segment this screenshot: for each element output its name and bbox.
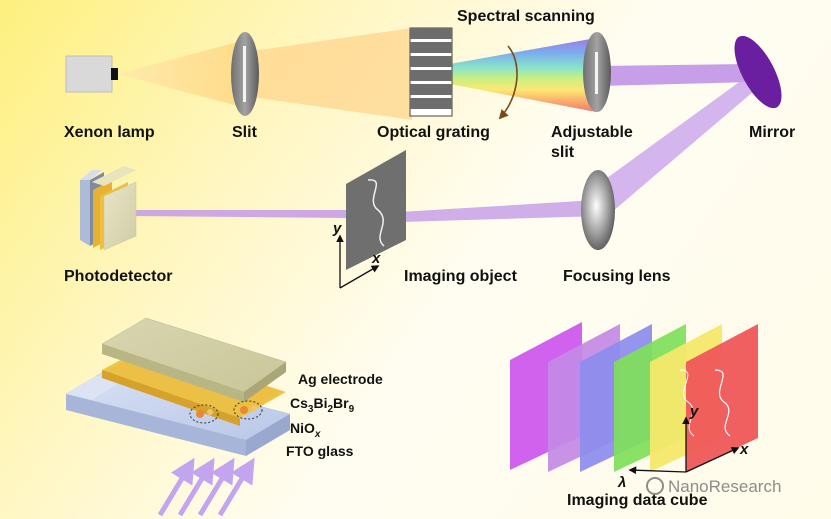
adjustable-slit-label-line1: Adjustable	[551, 124, 633, 141]
photodetector-device	[80, 166, 137, 251]
adjustable-slit-opening	[595, 52, 598, 94]
mirror-shape	[734, 35, 782, 109]
xenon-lamp-body	[65, 55, 113, 93]
object-x-axis	[339, 265, 380, 289]
object-y-axis-label: y	[333, 220, 342, 237]
cube-y-axis-label: y	[690, 403, 699, 420]
imaging-object-curve	[367, 179, 385, 247]
focusing-lens-shape	[581, 170, 615, 250]
slit-to-grating-beam	[245, 28, 412, 120]
watermark-icon	[646, 477, 664, 495]
optical-grating-label: Optical grating	[377, 124, 490, 141]
focusing-lens-label: Focusing lens	[563, 268, 671, 285]
data-cube	[510, 322, 758, 475]
slit-label: Slit	[232, 124, 257, 141]
lamp-light-cone	[118, 40, 245, 108]
spectral-beam	[450, 38, 596, 112]
xenon-lamp-label: Xenon lamp	[64, 124, 155, 141]
mirror-label: Mirror	[749, 124, 796, 141]
object-to-detector-beam	[128, 210, 346, 218]
optical-grating	[409, 27, 453, 117]
slit-opening	[243, 46, 246, 102]
niox-label: NiOx	[290, 420, 321, 440]
mirror-to-lens-beam	[596, 80, 760, 212]
cube-x-axis-label: x	[740, 441, 749, 458]
spectral-scanning-arrow	[498, 45, 518, 120]
photodetector-label: Photodetector	[64, 268, 173, 285]
xenon-lamp-nozzle	[111, 68, 118, 80]
perovskite-label: Cs3Bi2Br9	[290, 395, 355, 415]
device-stack	[65, 317, 291, 517]
cube-lambda-label: λ	[618, 474, 627, 491]
cube-panel-6	[686, 324, 758, 472]
ag-electrode-label: Ag electrode	[298, 371, 383, 387]
slit-to-mirror-beam	[600, 64, 752, 86]
adjustable-slit-label-line2: slit	[551, 144, 575, 161]
watermark: NanoResearch	[646, 477, 781, 497]
fto-glass-label: FTO glass	[286, 443, 354, 459]
spectral-scanning-label: Spectral scanning	[457, 8, 595, 25]
imaging-object-plate	[346, 150, 406, 270]
object-x-axis-label: x	[372, 250, 381, 267]
lens-to-object-beam	[400, 200, 602, 222]
imaging-data-cube-label: Imaging data cube	[567, 492, 708, 509]
imaging-object-label: Imaging object	[404, 268, 517, 285]
